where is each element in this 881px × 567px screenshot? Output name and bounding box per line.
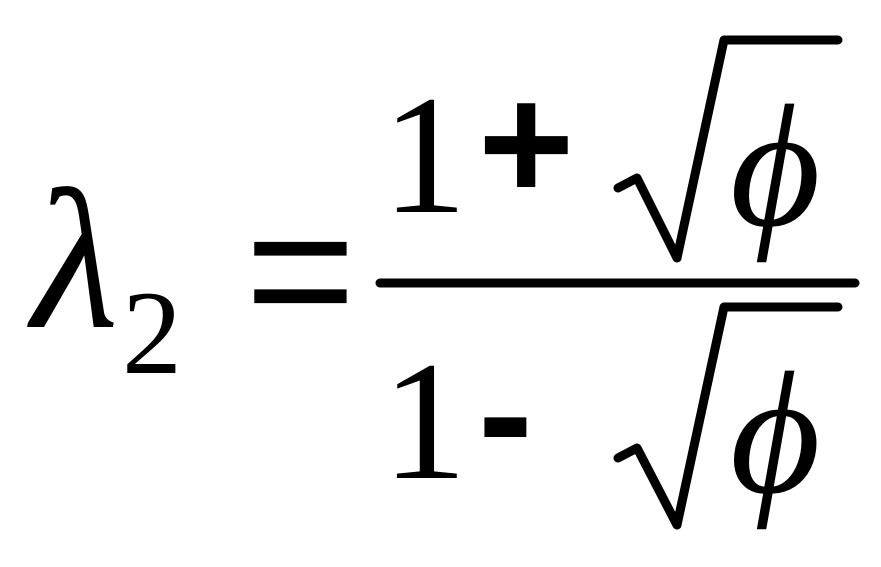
numerator-one: 1 bbox=[382, 61, 467, 249]
numerator: 1 + ϕ bbox=[382, 35, 843, 263]
minus-sign: - bbox=[478, 321, 533, 505]
numerator-phi: ϕ bbox=[730, 69, 821, 263]
denominator-phi: ϕ bbox=[730, 336, 821, 530]
denominator-one: 1 bbox=[382, 327, 467, 515]
denominator-radical-sign bbox=[613, 302, 843, 530]
lambda-subscript: 2 bbox=[122, 266, 182, 399]
denominator: 1 - ϕ bbox=[382, 302, 843, 530]
equals-sign: = bbox=[245, 164, 356, 376]
lhs: λ 2 bbox=[27, 150, 182, 399]
plus-sign: + bbox=[478, 51, 574, 235]
lambda-symbol: λ bbox=[27, 150, 119, 371]
numerator-radical-sign bbox=[613, 35, 843, 263]
